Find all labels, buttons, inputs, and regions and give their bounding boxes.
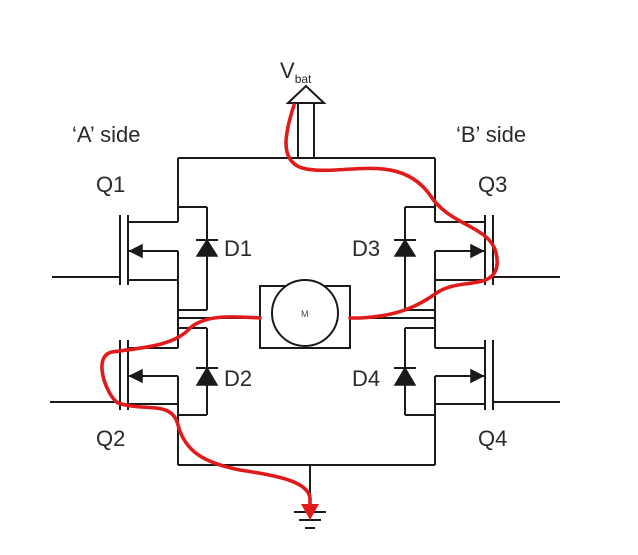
motor-label: M [301, 309, 309, 319]
q3-label: Q3 [478, 172, 507, 197]
d3-label: D3 [352, 236, 380, 261]
d2-label: D2 [224, 366, 252, 391]
diode-d1 [178, 206, 219, 311]
diode-d4 [393, 327, 435, 416]
diode-d2 [178, 327, 219, 416]
q4-label: Q4 [478, 426, 507, 451]
vbat-supply: Vbat [280, 58, 327, 158]
d4-label: D4 [352, 366, 380, 391]
current-flow-arrowhead [301, 504, 319, 520]
diode-d3 [393, 206, 435, 311]
vbat-arrow-symbol [285, 84, 327, 104]
q1-label: Q1 [96, 172, 125, 197]
transistor-q1 [52, 200, 179, 318]
side-a-label: ‘A’ side [72, 122, 140, 147]
vbat-label: Vbat [280, 58, 312, 86]
motor-rotor-symbol [271, 279, 339, 347]
q2-label: Q2 [96, 426, 125, 451]
right-half-bridge [350, 200, 560, 416]
side-b-label: ‘B’ side [456, 122, 526, 147]
d1-label: D1 [224, 236, 252, 261]
motor: M [259, 279, 351, 349]
current-flow-path [100, 103, 499, 510]
transistor-q4 [434, 318, 560, 415]
